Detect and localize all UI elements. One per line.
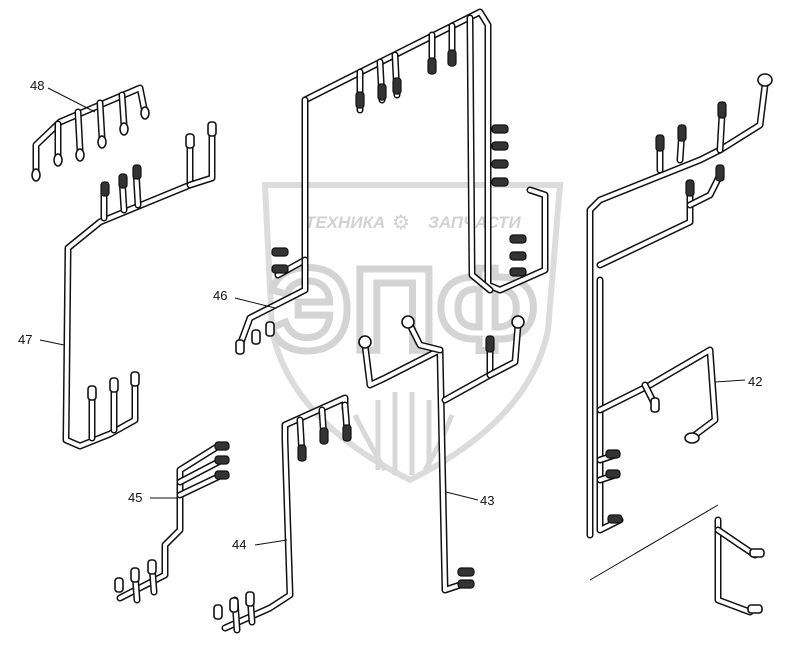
harness-47 (62, 121, 217, 450)
callout-42: 42 (748, 374, 762, 389)
harness-48 (31, 84, 150, 182)
watermark: ТЕХНИКА ⚙ ЗАПЧАСТИ ЭПФ (261, 182, 564, 484)
watermark-letters: ЭПФ (268, 244, 537, 376)
watermark-text-left: ТЕХНИКА (305, 213, 385, 232)
harness-45 (114, 441, 230, 604)
callout-48: 48 (30, 78, 44, 93)
callout-leaders (39, 87, 746, 546)
gear-icon: ⚙ (392, 210, 410, 234)
watermark-shield (261, 182, 564, 484)
harness-42 (586, 73, 773, 616)
callout-47: 47 (18, 332, 32, 347)
callout-46: 46 (213, 288, 227, 303)
harness-43 (358, 315, 525, 594)
callout-43: 43 (480, 493, 494, 508)
callout-44: 44 (232, 537, 246, 552)
callout-45: 45 (128, 490, 142, 505)
harness-44 (213, 394, 352, 634)
wheat-emblem-icon (352, 392, 455, 475)
harness-46 (235, 8, 549, 355)
